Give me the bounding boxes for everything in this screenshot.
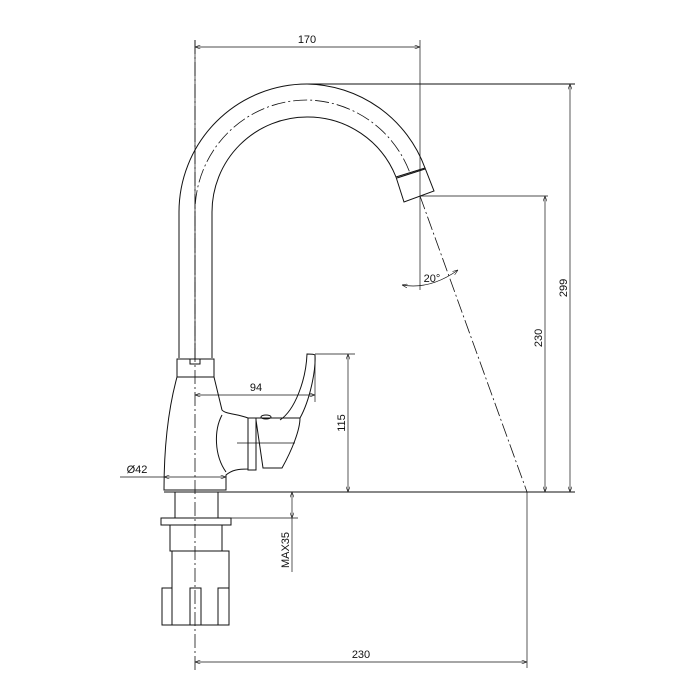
dim-total-height: 299 (558, 279, 570, 297)
dimension-lines (120, 40, 570, 668)
dim-spray-reach: 230 (352, 649, 370, 661)
spray-line (419, 195, 528, 493)
spout (178, 83, 575, 358)
dim-spray-angle: 20° (424, 273, 441, 285)
faucet-body (163, 353, 316, 491)
dim-spout-reach: 170 (298, 34, 316, 46)
dim-max-deck-thickness: MAX35 (280, 532, 292, 568)
dim-handle-reach: 94 (250, 382, 262, 394)
dim-outlet-height: 230 (533, 329, 545, 347)
dim-base-diameter: Ø42 (127, 464, 148, 476)
mounting-parts (160, 491, 232, 626)
dim-handle-height: 115 (336, 414, 348, 432)
